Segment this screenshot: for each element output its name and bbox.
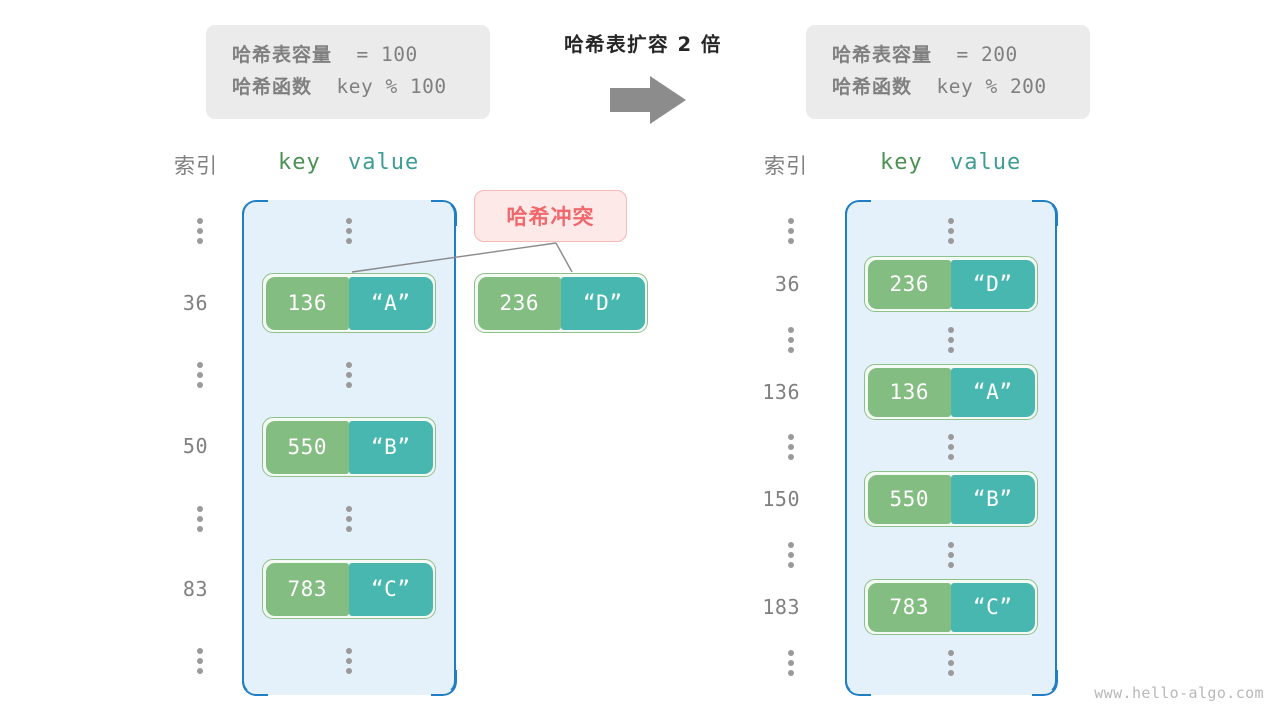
diagram-title: 哈希表扩容 2 倍 <box>564 33 722 56</box>
after-header-index: 索引 <box>764 154 808 178</box>
before-function-expr: key % 100 <box>336 75 447 98</box>
colliding-entry-value: “D” <box>561 276 645 330</box>
after-function-expr: key % 200 <box>936 75 1047 98</box>
before-index-label: 50 <box>182 434 208 458</box>
before-index-label: 36 <box>182 291 208 315</box>
colliding-entry-key: 236 <box>477 276 561 330</box>
before-index-ellipsis <box>196 362 204 388</box>
arrow-right-icon <box>610 76 686 124</box>
before-entry-value: “C” <box>349 562 433 616</box>
after-entry-key: 136 <box>867 367 951 417</box>
before-entry-key: 550 <box>265 420 349 474</box>
after-index-ellipsis <box>787 327 795 353</box>
after-entry-key: 783 <box>867 582 951 632</box>
before-entry-key: 783 <box>265 562 349 616</box>
before-row-ellipsis <box>345 218 353 244</box>
before-capacity-line: 哈希表容量 = 100 <box>232 39 464 71</box>
before-entry-pair: 550 “B” <box>262 417 436 477</box>
after-entry-key: 550 <box>867 474 951 524</box>
after-entry-pair: 550 “B” <box>864 471 1038 527</box>
before-row-ellipsis <box>345 362 353 388</box>
before-header-index: 索引 <box>174 154 218 178</box>
before-entry-value: “B” <box>349 420 433 474</box>
before-entry-pair: 783 “C” <box>262 559 436 619</box>
after-index-ellipsis <box>787 650 795 676</box>
watermark: www.hello-algo.com <box>1094 684 1264 702</box>
after-row-ellipsis <box>947 327 955 353</box>
before-capacity-label: 哈希表容量 <box>232 44 333 66</box>
before-row-ellipsis <box>345 648 353 674</box>
after-row-ellipsis <box>947 218 955 244</box>
after-index-ellipsis <box>787 434 795 460</box>
before-entry-value: “A” <box>349 276 433 330</box>
after-index-label: 183 <box>762 595 800 619</box>
after-index-label: 136 <box>762 380 800 404</box>
after-index-ellipsis <box>787 218 795 244</box>
colliding-entry-pair: 236 “D” <box>474 273 648 333</box>
before-capacity-op: = <box>356 43 369 66</box>
after-entry-value: “A” <box>951 367 1035 417</box>
after-entry-pair: 783 “C” <box>864 579 1038 635</box>
before-entry-key: 136 <box>265 276 349 330</box>
after-entry-value: “B” <box>951 474 1035 524</box>
after-function-line: 哈希函数 key % 200 <box>832 71 1064 103</box>
after-entry-value: “C” <box>951 582 1035 632</box>
after-capacity-line: 哈希表容量 = 200 <box>832 39 1064 71</box>
before-index-ellipsis <box>196 218 204 244</box>
after-row-ellipsis <box>947 650 955 676</box>
after-index-label: 150 <box>762 487 800 511</box>
after-function-label: 哈希函数 <box>832 76 913 98</box>
before-function-line: 哈希函数 key % 100 <box>232 71 464 103</box>
collision-badge: 哈希冲突 <box>474 190 627 242</box>
before-info-box: 哈希表容量 = 100 哈希函数 key % 100 <box>206 25 490 119</box>
before-header-value: value <box>348 150 420 175</box>
after-index-ellipsis <box>787 542 795 568</box>
after-header-key: key <box>880 150 923 175</box>
before-entry-pair: 136 “A” <box>262 273 436 333</box>
before-index-ellipsis <box>196 506 204 532</box>
after-header-value: value <box>950 150 1022 175</box>
before-row-ellipsis <box>345 506 353 532</box>
after-index-label: 36 <box>774 272 800 296</box>
before-index-ellipsis <box>196 648 204 674</box>
after-row-ellipsis <box>947 542 955 568</box>
after-row-ellipsis <box>947 434 955 460</box>
after-entry-pair: 236 “D” <box>864 256 1038 312</box>
after-info-box: 哈希表容量 = 200 哈希函数 key % 200 <box>806 25 1090 119</box>
after-capacity-label: 哈希表容量 <box>832 44 933 66</box>
after-capacity-op: = <box>956 43 969 66</box>
after-entry-value: “D” <box>951 259 1035 309</box>
after-entry-key: 236 <box>867 259 951 309</box>
before-header-key: key <box>278 150 321 175</box>
before-index-label: 83 <box>182 577 208 601</box>
before-capacity-value: 100 <box>381 43 418 66</box>
before-function-label: 哈希函数 <box>232 76 313 98</box>
after-capacity-value: 200 <box>981 43 1018 66</box>
after-entry-pair: 136 “A” <box>864 364 1038 420</box>
